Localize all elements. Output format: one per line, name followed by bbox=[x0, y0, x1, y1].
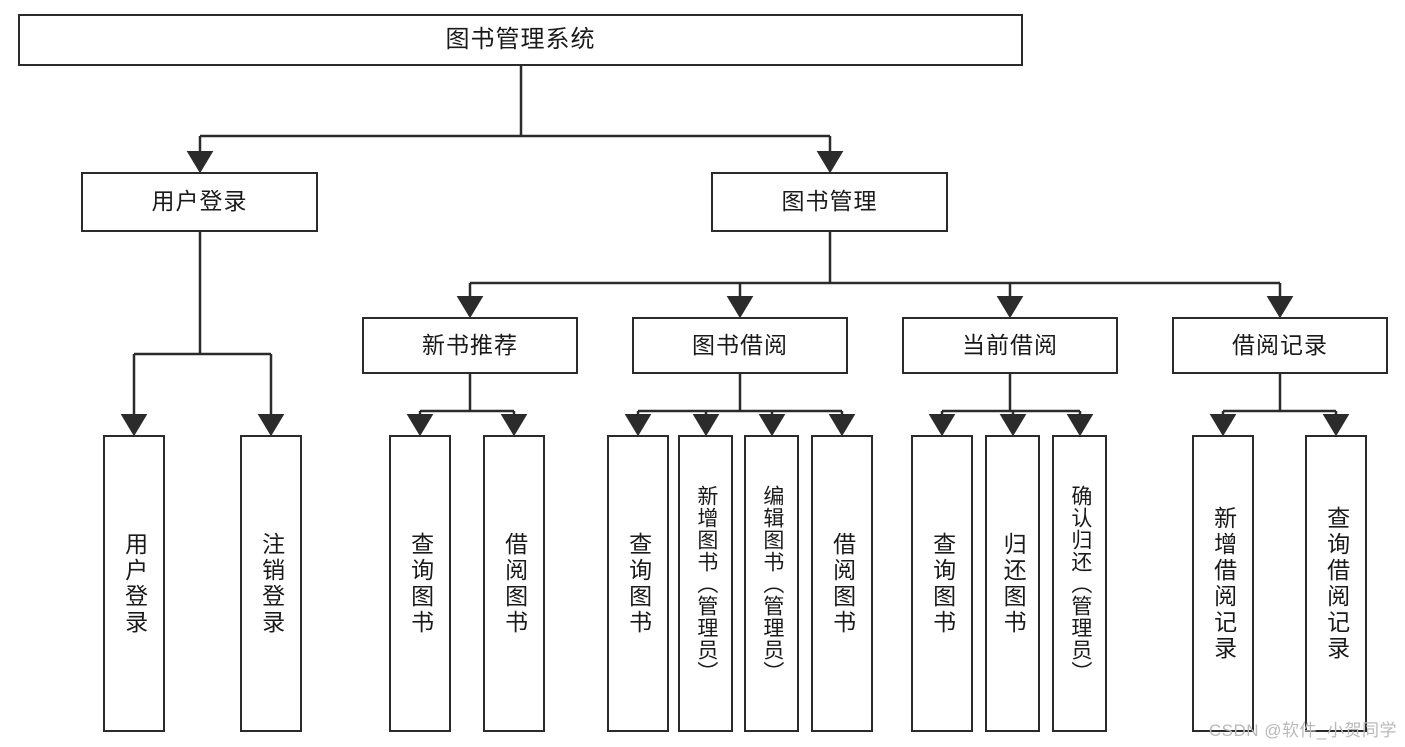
node-label: 新增图书（管理员） bbox=[694, 484, 718, 683]
node-new-book-rec[interactable]: 新书推荐 bbox=[362, 317, 578, 374]
node-leaf-query-book-1[interactable]: 查询图书 bbox=[389, 435, 451, 732]
node-label: 新书推荐 bbox=[422, 331, 518, 358]
node-label: 确认归还（管理员） bbox=[1068, 484, 1092, 683]
node-label: 新增借阅记录 bbox=[1210, 505, 1237, 662]
node-label: 图书借阅 bbox=[692, 331, 788, 358]
node-label: 编辑图书（管理员） bbox=[760, 484, 784, 683]
node-label: 图书管理系统 bbox=[445, 25, 596, 53]
node-label: 用户登录 bbox=[121, 531, 148, 636]
node-leaf-borrow-book-1[interactable]: 借阅图书 bbox=[483, 435, 545, 732]
node-label: 借阅记录 bbox=[1232, 331, 1328, 358]
node-leaf-add-book[interactable]: 新增图书（管理员） bbox=[678, 435, 733, 732]
node-leaf-logout[interactable]: 注销登录 bbox=[240, 435, 302, 732]
node-leaf-add-record[interactable]: 新增借阅记录 bbox=[1192, 435, 1254, 732]
node-label: 借阅图书 bbox=[829, 531, 856, 636]
node-leaf-edit-book[interactable]: 编辑图书（管理员） bbox=[744, 435, 799, 732]
node-label: 查询图书 bbox=[929, 531, 956, 636]
node-label: 当前借阅 bbox=[962, 331, 1058, 358]
tree-connectors bbox=[120, 66, 1350, 437]
node-root[interactable]: 图书管理系统 bbox=[18, 14, 1023, 66]
node-label: 图书管理 bbox=[781, 188, 878, 215]
node-label: 查询借阅记录 bbox=[1323, 505, 1350, 662]
node-book-borrow[interactable]: 图书借阅 bbox=[632, 317, 848, 374]
node-leaf-borrow-book-2[interactable]: 借阅图书 bbox=[811, 435, 873, 732]
node-label: 归还图书 bbox=[1000, 531, 1027, 636]
node-leaf-confirm-return[interactable]: 确认归还（管理员） bbox=[1052, 435, 1107, 732]
node-label: 用户登录 bbox=[151, 188, 248, 215]
node-label: 查询图书 bbox=[407, 531, 434, 636]
node-label: 借阅图书 bbox=[501, 531, 528, 636]
node-current-borrow[interactable]: 当前借阅 bbox=[902, 317, 1118, 374]
node-leaf-query-book-2[interactable]: 查询图书 bbox=[607, 435, 669, 732]
node-user-login[interactable]: 用户登录 bbox=[81, 172, 318, 232]
node-book-manage[interactable]: 图书管理 bbox=[711, 172, 948, 232]
node-label: 查询图书 bbox=[625, 531, 652, 636]
node-leaf-query-book-3[interactable]: 查询图书 bbox=[911, 435, 973, 732]
node-leaf-query-record[interactable]: 查询借阅记录 bbox=[1305, 435, 1367, 732]
node-leaf-user-login[interactable]: 用户登录 bbox=[103, 435, 165, 732]
watermark: CSDN @软件_小贺同学 bbox=[1208, 721, 1397, 740]
node-leaf-return-book[interactable]: 归还图书 bbox=[985, 435, 1040, 732]
node-borrow-record[interactable]: 借阅记录 bbox=[1172, 317, 1388, 374]
node-label: 注销登录 bbox=[258, 531, 285, 636]
